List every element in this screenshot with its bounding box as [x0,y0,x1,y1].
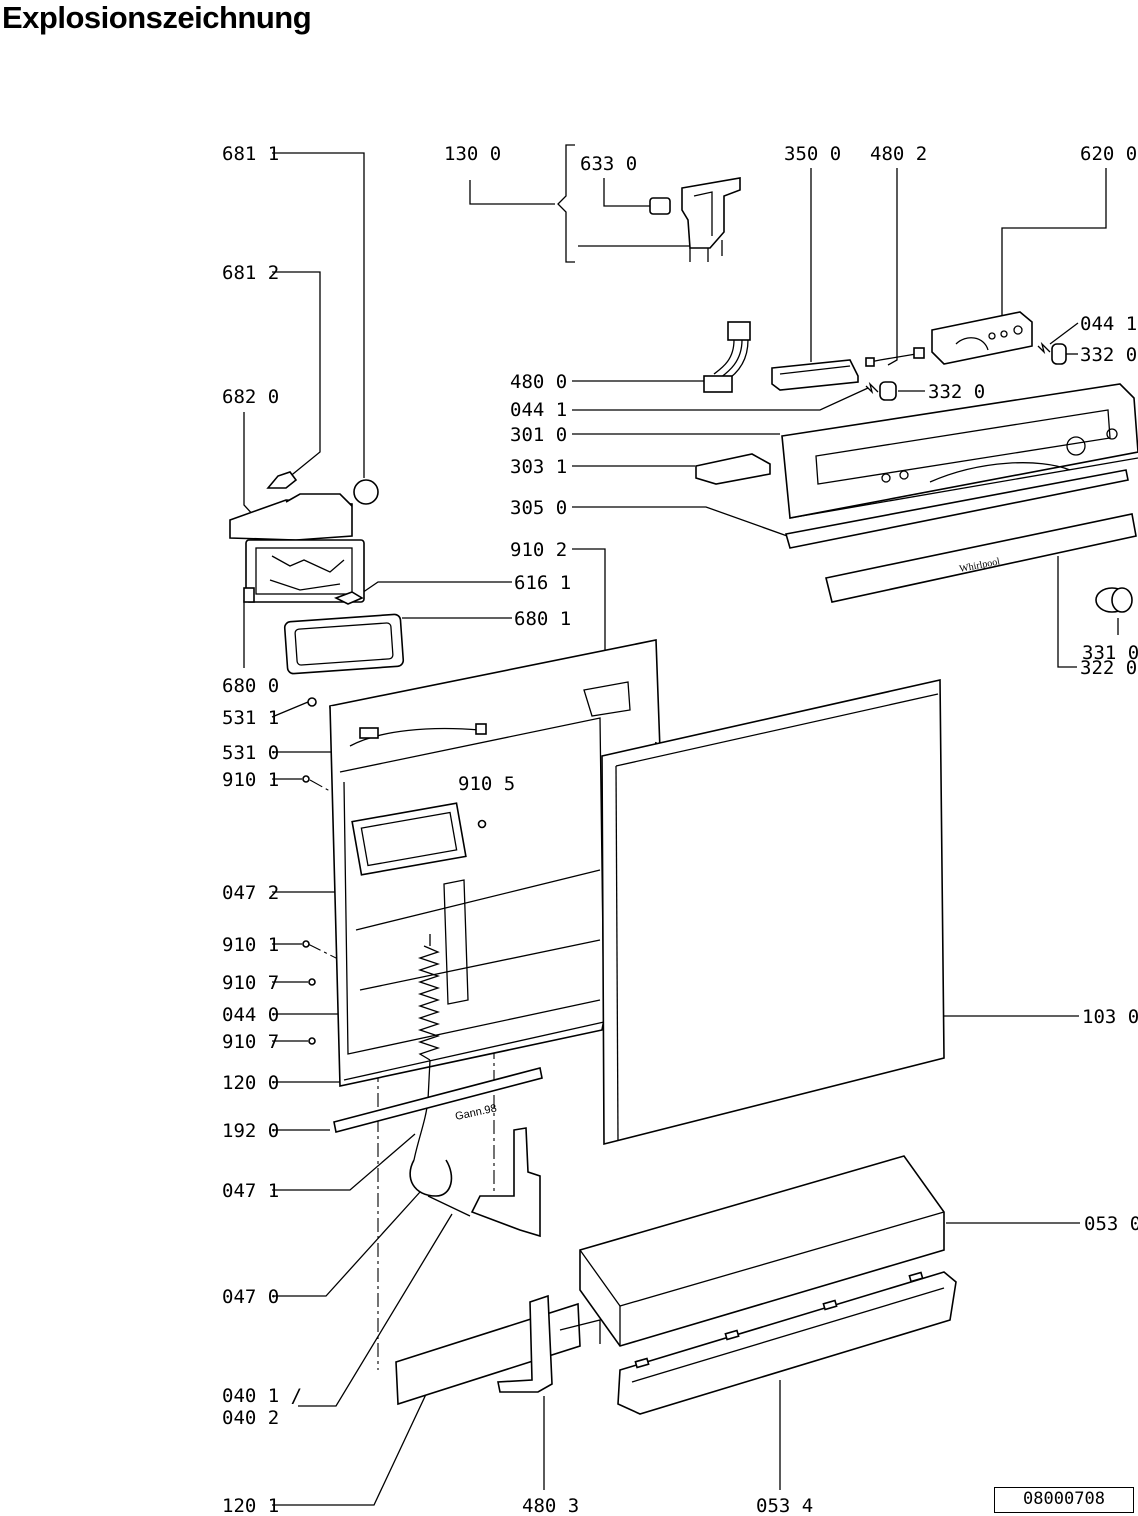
callout-322-0: 322 0 [1080,657,1137,679]
part-hinge-130-0 [649,177,741,262]
part-strip-305-0 [784,469,1129,549]
callout-681-1: 681 1 [222,143,279,165]
callout-303-1: 303 1 [510,456,567,478]
callout-044-1-b: 044 1 [510,399,567,421]
part-gasket-680-1 [283,613,405,675]
part-control-panel-301-0 [781,383,1138,519]
part-harness-480-0 [703,321,751,393]
callout-120-0: 120 0 [222,1072,279,1094]
part-681-1 [353,479,379,505]
callout-350-0: 350 0 [784,143,841,165]
callout-120-1: 120 1 [222,1495,279,1516]
screw-910-5 [477,819,487,829]
callout-301-0: 301 0 [510,424,567,446]
callout-531-0: 531 0 [222,742,279,764]
part-bracket-040 [470,1127,541,1238]
callout-910-1-a: 910 1 [222,769,279,791]
part-hinge-arm-047-0 [409,1159,471,1217]
callout-305-0: 305 0 [510,497,567,519]
callout-331-0: 331 0 [1082,642,1138,664]
callout-910-2: 910 2 [510,539,567,561]
part-module-350-0 [771,359,859,391]
callout-047-0: 047 0 [222,1286,279,1308]
part-rail-192-0 [333,1067,543,1133]
part-knob-332-0-a [1051,343,1067,365]
screw-910-7-b [308,1037,316,1045]
callout-910-7-b: 910 7 [222,1031,279,1053]
part-kick-plate-053-4 [617,1271,957,1415]
callout-040-1: 040 1 / [222,1385,302,1407]
part-616-1 [334,591,364,605]
part-681-2 [266,471,298,489]
callout-332-0-a: 332 0 [1080,344,1137,366]
part-spring-044-1-b [865,381,879,395]
door-marking: Gann.98 [454,1102,498,1123]
callout-480-0: 480 0 [510,371,567,393]
document-code: 08000708 [994,1487,1134,1513]
callout-680-0: 680 0 [222,675,279,697]
part-knob-331-0 [1095,587,1133,613]
callout-130-0: 130 0 [444,143,501,165]
callout-682-0: 682 0 [222,386,279,408]
part-inner-door-120-0 [329,639,661,1087]
callout-910-1-b: 910 1 [222,934,279,956]
callout-053-0: 053 0 [1084,1213,1138,1235]
part-spring-044-1-a [1037,341,1051,355]
callout-192-0: 192 0 [222,1120,279,1142]
callout-680-1: 680 1 [514,608,571,630]
part-outer-door-103-0 [601,679,945,1146]
callout-053-4: 053 4 [756,1495,813,1516]
part-plinth-053-0 [579,1155,945,1347]
part-programmer-620-0 [931,311,1033,365]
page-title: Explosionszeichnung [2,0,312,35]
screw-910-1-a [302,775,310,783]
part-cable-480-2 [869,353,917,363]
part-303-1 [695,453,771,485]
part-knob-332-0-b [879,381,897,401]
callout-910-5: 910 5 [458,773,515,795]
callout-616-1: 616 1 [514,572,571,594]
callout-040-2: 040 2 [222,1407,279,1429]
screw-910-7-a [308,978,316,986]
screw-910-1-b [302,940,310,948]
callout-047-2: 047 2 [222,882,279,904]
callout-332-0-b: 332 0 [928,381,985,403]
part-dispenser-682-0 [229,493,365,603]
callout-910-7-a: 910 7 [222,972,279,994]
callout-047-1: 047 1 [222,1180,279,1202]
callout-044-1-a: 044 1 [1080,313,1137,335]
callout-620-0: 620 0 [1080,143,1137,165]
callout-681-2: 681 2 [222,262,279,284]
part-strip-120-1 [395,1302,601,1406]
callout-labels: 681 1 681 2 682 0 130 0 633 0 350 0 480 … [222,143,1138,1516]
screw-531-1 [307,697,317,707]
part-bracket-480-3 [497,1294,553,1393]
callout-531-1: 531 1 [222,707,279,729]
callout-480-2: 480 2 [870,143,927,165]
callout-633-0: 633 0 [580,153,637,175]
callout-044-0: 044 0 [222,1004,279,1026]
callout-103-0: 103 0 [1082,1006,1138,1028]
callout-480-3: 480 3 [522,1495,579,1516]
